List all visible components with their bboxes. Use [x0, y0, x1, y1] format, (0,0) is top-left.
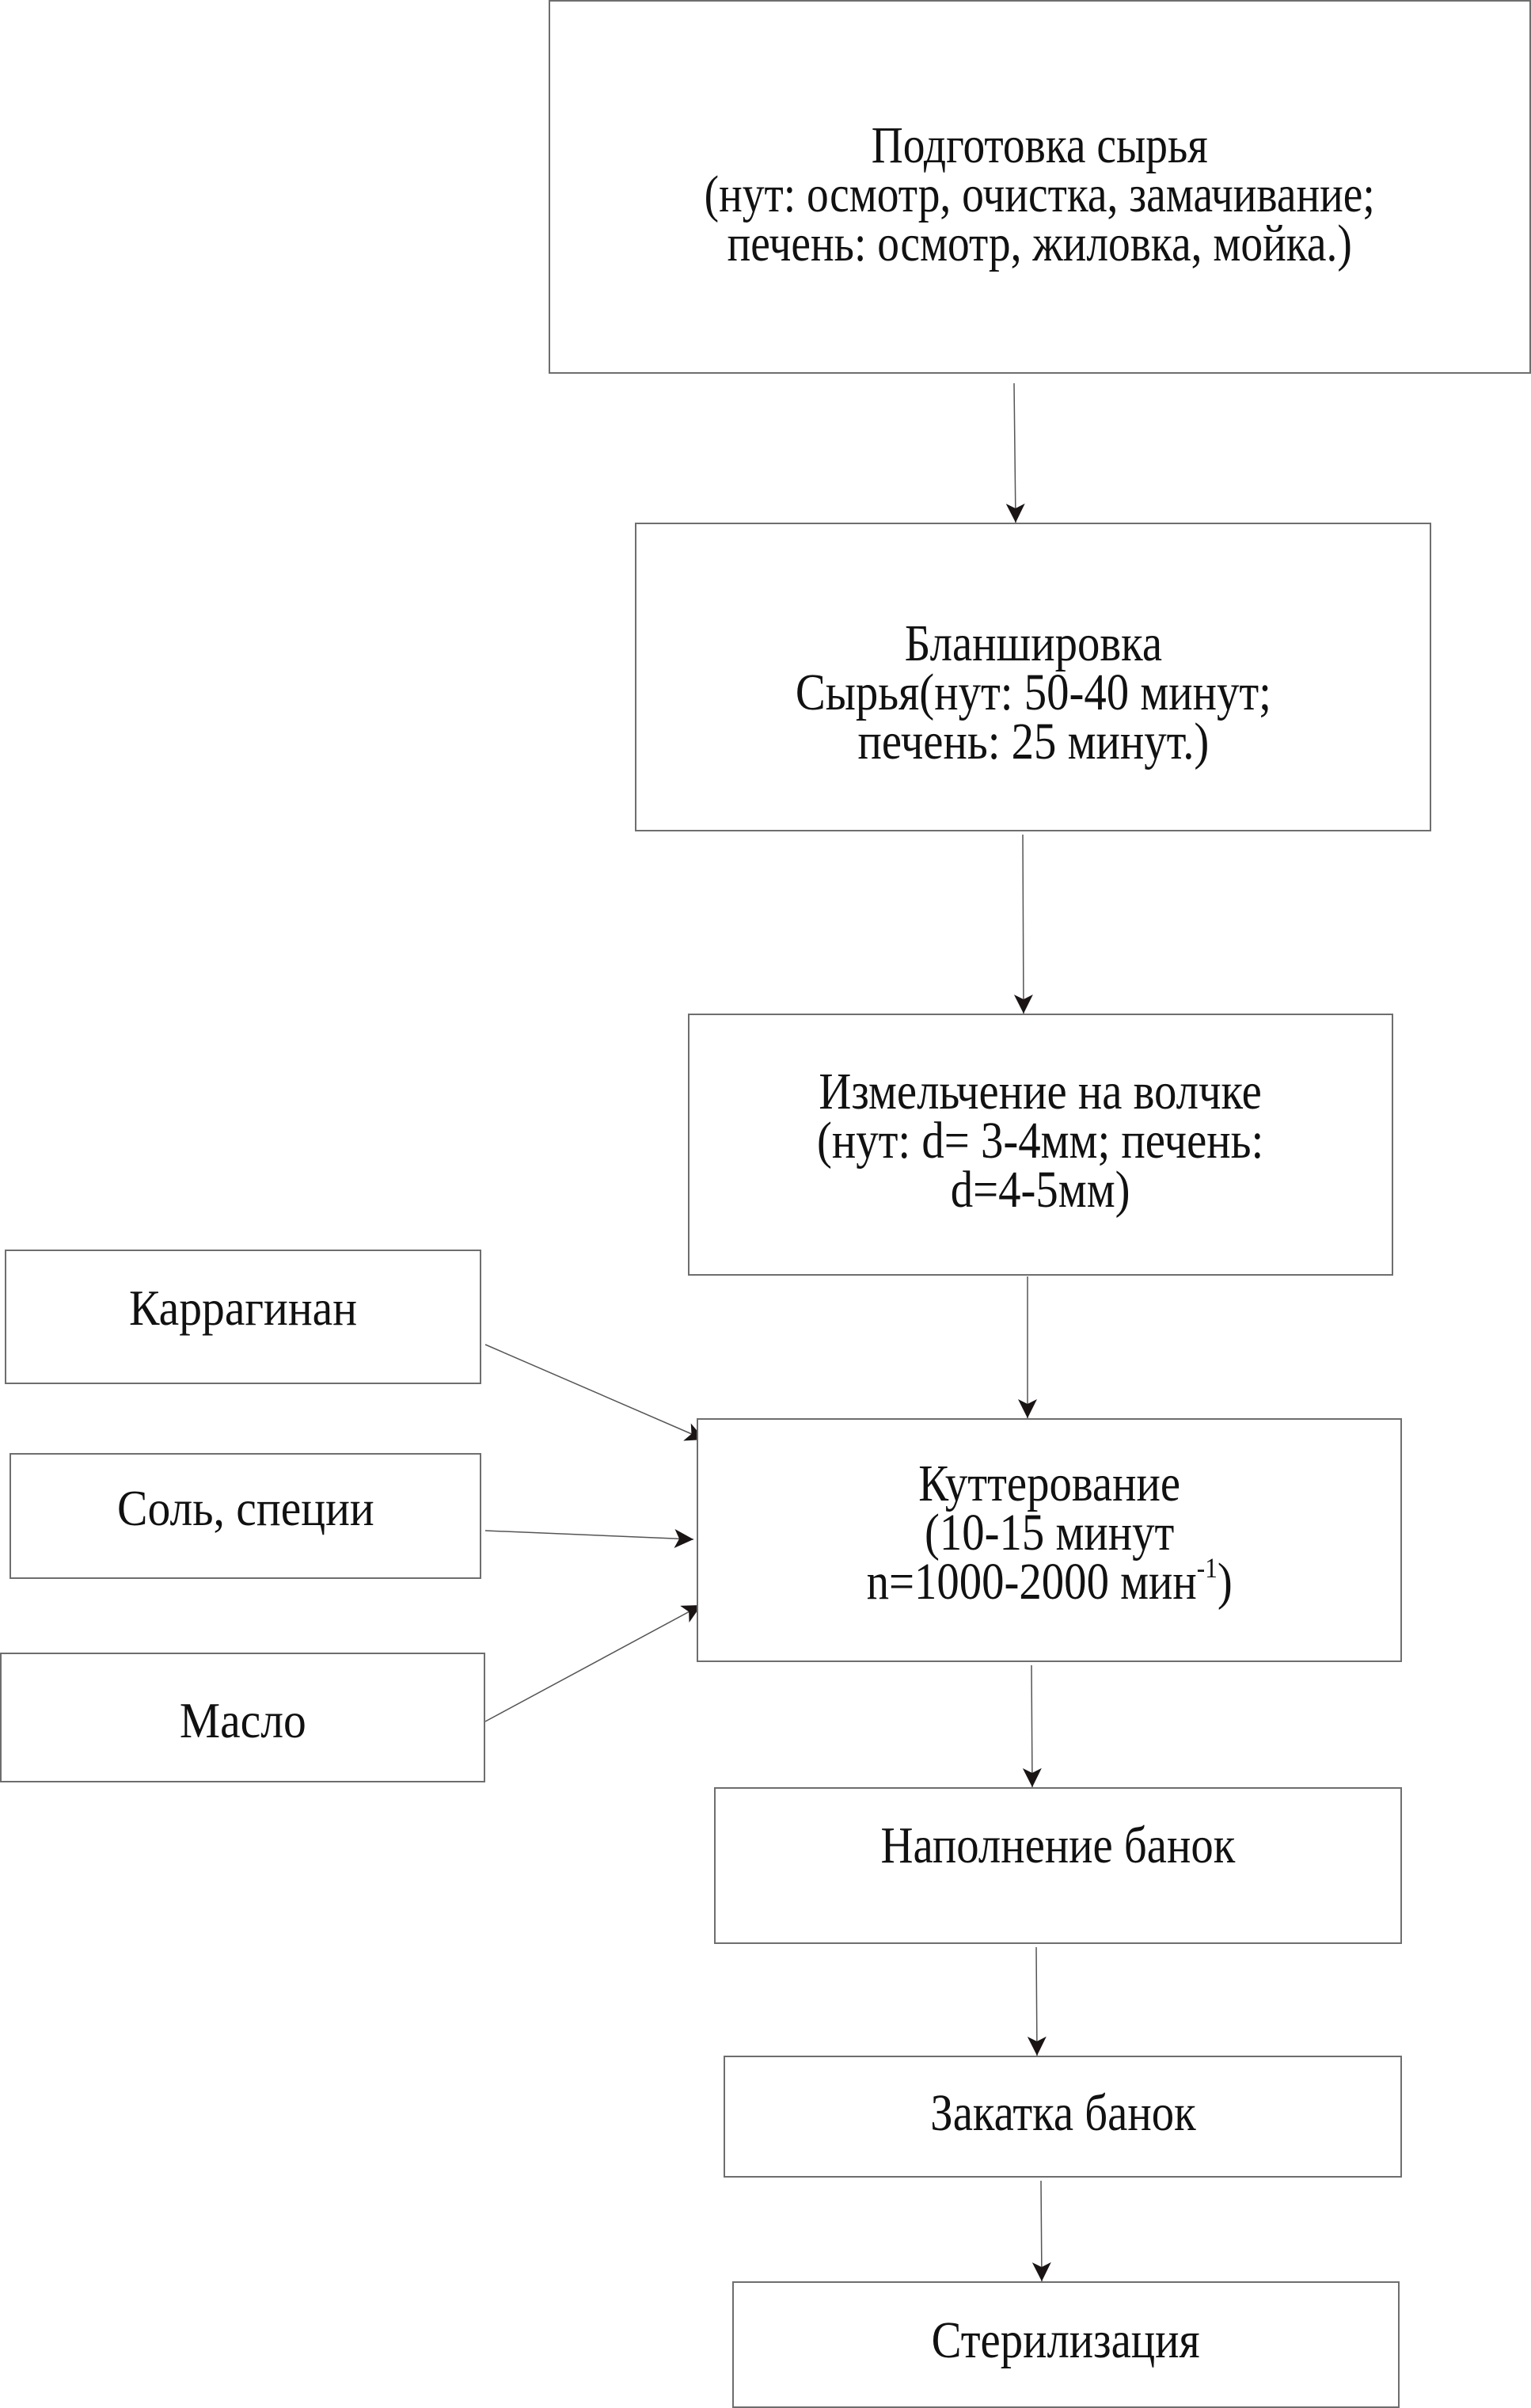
- arrow-oil-b4: [484, 1604, 702, 1722]
- step-title: Наполнение банок: [880, 1816, 1236, 1874]
- step-can-sealing: Закатка банок: [724, 2056, 1402, 2178]
- step-detail: печень: 25 минут.): [857, 713, 1209, 770]
- rotation-speed: n=1000-2000 мин: [866, 1553, 1197, 1611]
- input-label: Каррагинан: [128, 1280, 358, 1336]
- arrow-b1-b2: [1005, 382, 1025, 523]
- step-detail: Сырья(нут: 50-40 минут;: [795, 664, 1271, 721]
- input-salt-spices: Соль, специи: [9, 1453, 481, 1579]
- arrow-b6-b7: [1031, 2180, 1051, 2282]
- step-detail: n=1000-2000 мин-1): [866, 1554, 1232, 1608]
- input-label: Соль, специи: [116, 1479, 374, 1536]
- input-label: Масло: [179, 1692, 306, 1748]
- arrow-carrageenan-b4: [484, 1344, 705, 1441]
- step-sterilization: Стерилизация: [732, 2281, 1400, 2408]
- step-raw-material-preparation: Подготовка сырья (нут: осмотр, очистка, …: [549, 0, 1531, 374]
- superscript-exponent: -1: [1196, 1551, 1218, 1584]
- step-can-filling: Наполнение банок: [714, 1787, 1402, 1944]
- input-carrageenan: Каррагинан: [5, 1250, 481, 1384]
- step-detail: печень: осмотр, жиловка, мойка.): [727, 215, 1353, 272]
- arrow-salt-b4: [484, 1529, 694, 1548]
- step-title: Куттерование: [918, 1455, 1180, 1512]
- step-title: Подготовка сырья: [871, 116, 1209, 174]
- step-detail: (10-15 минут: [924, 1504, 1175, 1562]
- step-blanching: Бланшировка Сырья(нут: 50-40 минут; пече…: [635, 523, 1431, 831]
- arrow-b5-b6: [1027, 1946, 1047, 2056]
- step-cutting: Куттерование (10-15 минут n=1000-2000 ми…: [697, 1418, 1402, 1662]
- arrow-b4-b5: [1022, 1664, 1042, 1788]
- input-oil: Масло: [0, 1653, 485, 1782]
- step-title: Стерилизация: [931, 2311, 1201, 2369]
- step-detail: (нут: d= 3-4мм; печень:: [817, 1111, 1264, 1170]
- step-detail: d=4-5мм): [951, 1160, 1130, 1219]
- arrow-b2-b3: [1013, 834, 1033, 1014]
- step-detail: (нут: осмотр, очистка, замачивание;: [704, 165, 1376, 223]
- closing-paren: ): [1217, 1553, 1233, 1611]
- step-title: Измельчение на волчке: [819, 1062, 1263, 1120]
- step-title: Закатка банок: [929, 2084, 1196, 2142]
- step-mincing: Измельчение на волчке (нут: d= 3-4мм; пе…: [688, 1014, 1393, 1276]
- step-title: Бланшировка: [904, 614, 1162, 672]
